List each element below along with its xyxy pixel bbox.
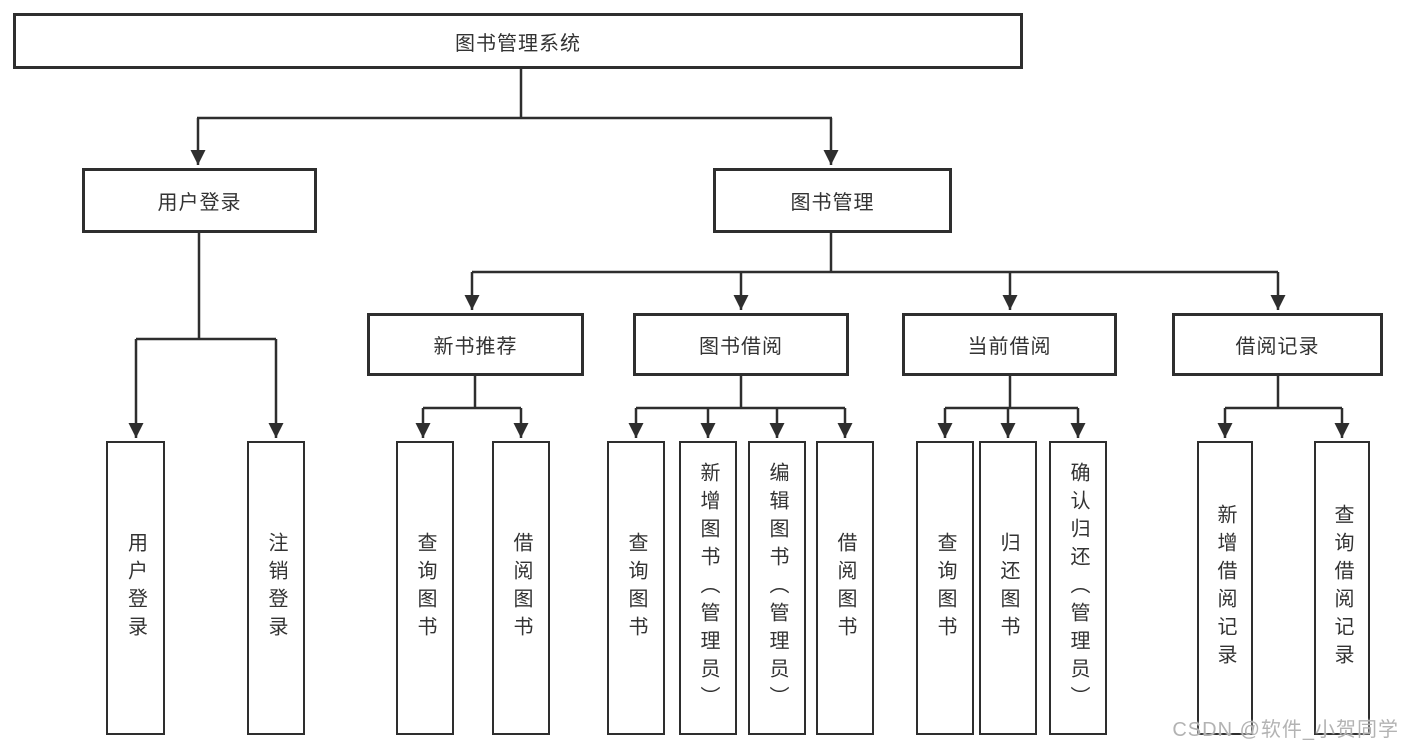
- leaf-query-books-current: 查询图书: [916, 441, 974, 735]
- leaf-add-borrow-record: 新增借阅记录: [1197, 441, 1253, 735]
- leaf-label: 查询借阅记录: [1331, 504, 1353, 672]
- leaf-label: 用户登录: [124, 532, 147, 644]
- node-label: 新书推荐: [433, 336, 518, 358]
- leaf-edit-books-admin: 编辑图书（管理员）: [748, 441, 806, 735]
- node-library-system: 图书管理系统: [13, 13, 1023, 69]
- leaf-label: 归还图书: [997, 532, 1019, 644]
- node-label: 图书管理: [790, 192, 875, 214]
- leaf-label: 确认归还（管理员）: [1067, 462, 1089, 714]
- leaf-label: 编辑图书（管理员）: [766, 462, 788, 714]
- leaf-query-books-recommend: 查询图书: [396, 441, 454, 735]
- leaf-label: 借阅图书: [510, 532, 532, 644]
- leaf-label: 查询图书: [625, 532, 647, 644]
- node-label: 当前借阅: [967, 336, 1052, 358]
- leaf-label: 新增借阅记录: [1214, 504, 1236, 672]
- node-label: 图书管理系统: [455, 32, 581, 55]
- csdn-watermark: CSDN @软件_小贺同学: [1172, 719, 1399, 741]
- node-label: 用户登录: [157, 192, 242, 214]
- leaf-logout: 注销登录: [247, 441, 305, 735]
- leaf-add-books-admin: 新增图书（管理员）: [679, 441, 737, 735]
- leaf-label: 借阅图书: [834, 532, 856, 644]
- node-label: 借阅记录: [1235, 336, 1320, 358]
- node-label: 图书借阅: [699, 336, 783, 358]
- leaf-label: 查询图书: [414, 532, 436, 644]
- leaf-query-borrow-record: 查询借阅记录: [1314, 441, 1370, 735]
- leaf-query-books-borrow: 查询图书: [607, 441, 665, 735]
- node-current-borrow: 当前借阅: [902, 313, 1117, 376]
- node-new-book-recommend: 新书推荐: [367, 313, 584, 376]
- leaf-borrow-books-recommend: 借阅图书: [492, 441, 550, 735]
- leaf-label: 新增图书（管理员）: [697, 462, 719, 714]
- leaf-borrow-books: 借阅图书: [816, 441, 874, 735]
- leaf-return-books: 归还图书: [979, 441, 1037, 735]
- node-borrow-records: 借阅记录: [1172, 313, 1383, 376]
- leaf-confirm-return-admin: 确认归还（管理员）: [1049, 441, 1107, 735]
- node-book-management: 图书管理: [713, 168, 952, 233]
- leaf-label: 注销登录: [265, 532, 287, 644]
- node-book-borrow: 图书借阅: [633, 313, 849, 376]
- leaf-user-login: 用户登录: [106, 441, 165, 735]
- node-user-login: 用户登录: [82, 168, 317, 233]
- leaf-label: 查询图书: [934, 532, 956, 644]
